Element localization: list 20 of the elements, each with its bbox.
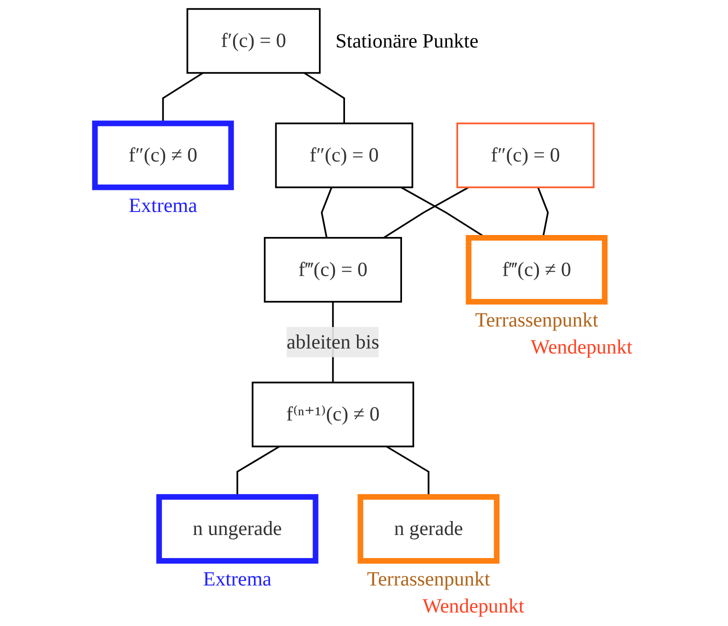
node-box: f″(c) = 0 bbox=[275, 122, 414, 188]
connector bbox=[320, 187, 332, 238]
connector bbox=[383, 186, 469, 239]
annotation-text: Wendepunkt bbox=[530, 336, 632, 358]
annotation-text: Extrema bbox=[128, 195, 198, 217]
annotation-text: Terrassenpunkt bbox=[367, 568, 490, 591]
node-box: f⁽ⁿ⁺¹⁾(c) ≠ 0 bbox=[252, 382, 414, 448]
edge-label: ableiten bis bbox=[286, 330, 380, 353]
annotation-text: Terrassenpunkt bbox=[475, 309, 598, 332]
connector bbox=[304, 72, 345, 124]
node-box: f″(c) ≠ 0 bbox=[92, 120, 234, 190]
annotation-text: Wendepunkt bbox=[422, 595, 524, 618]
node-box: n ungerade bbox=[156, 494, 318, 564]
node-box: f‴(c) = 0 bbox=[264, 236, 402, 303]
node-box: f‴(c) ≠ 0 bbox=[466, 235, 608, 305]
node-box: f″(c) = 0 bbox=[456, 122, 595, 188]
annotation-text: Stationäre Punkte bbox=[336, 30, 478, 53]
annotation-text: Extrema bbox=[203, 568, 272, 591]
node-box: f′(c) = 0 bbox=[186, 8, 321, 74]
node-box: n gerade bbox=[358, 494, 500, 564]
